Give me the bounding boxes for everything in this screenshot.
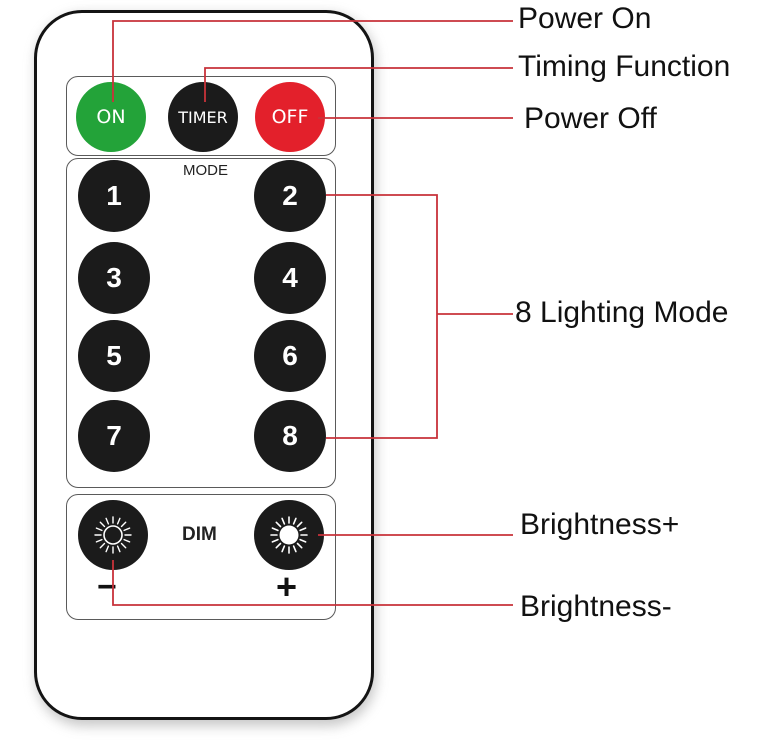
mode-bracket-top-line: [326, 194, 438, 439]
mode-button-1[interactable]: 1: [78, 160, 150, 232]
off-button-label: OFF: [271, 106, 309, 128]
brightness-up-button[interactable]: [254, 500, 324, 570]
mode-button-5-label: 5: [106, 340, 122, 371]
power-on-line: [112, 20, 513, 102]
brightness-minus-line: [112, 560, 513, 606]
lighting-mode-label: 8 Lighting Mode: [515, 296, 729, 329]
power-off-label: Power Off: [524, 102, 657, 135]
mode-button-3[interactable]: 3: [78, 242, 150, 314]
power-on-label: Power On: [518, 2, 652, 35]
bright-sun-icon: [270, 516, 308, 554]
mode-button-6-label: 6: [282, 340, 298, 371]
timing-function-label: Timing Function: [518, 50, 731, 83]
timer-button[interactable]: TIMER: [168, 82, 238, 152]
mode-button-3-label: 3: [106, 262, 122, 293]
brightness-down-button[interactable]: [78, 500, 148, 570]
mode-button-7[interactable]: 7: [78, 400, 150, 472]
dim-sun-icon: [94, 516, 132, 554]
timer-button-label: TIMER: [178, 107, 228, 127]
mode-button-4[interactable]: 4: [254, 242, 326, 314]
mode-caption: MODE: [183, 162, 228, 179]
mode-button-8-label: 8: [282, 420, 298, 451]
mode-button-2-label: 2: [282, 180, 298, 211]
timing-function-line: [204, 67, 513, 102]
mode-button-7-label: 7: [106, 420, 122, 451]
mode-button-4-label: 4: [282, 262, 298, 293]
mode-button-5[interactable]: 5: [78, 320, 150, 392]
mode-button-2[interactable]: 2: [254, 160, 326, 232]
mode-button-1-label: 1: [106, 180, 122, 211]
minus-symbol: −: [97, 568, 117, 606]
mode-button-6[interactable]: 6: [254, 320, 326, 392]
brightness-plus-label: Brightness+: [520, 508, 680, 541]
mode-button-8[interactable]: 8: [254, 400, 326, 472]
on-button-label: ON: [96, 106, 126, 128]
on-button[interactable]: ON: [76, 82, 146, 152]
off-button[interactable]: OFF: [255, 82, 325, 152]
dim-caption: DIM: [182, 524, 217, 545]
brightness-minus-label: Brightness-: [520, 590, 672, 623]
plus-symbol: +: [276, 566, 298, 607]
